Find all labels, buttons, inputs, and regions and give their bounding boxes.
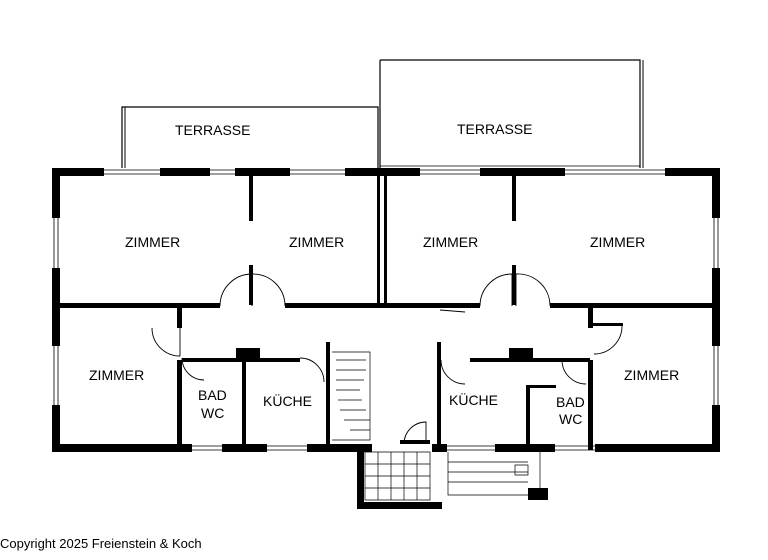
zimmer-top-3-label: ZIMMER <box>423 234 478 250</box>
zimmer-right-label: ZIMMER <box>624 367 679 383</box>
copyright-text: Copyright 2025 Freienstein & Koch <box>0 536 202 551</box>
terraces <box>121 59 644 168</box>
zimmer-top-1-label: ZIMMER <box>125 234 180 250</box>
bath-left-label-line1: BAD <box>198 387 227 403</box>
kitchen-left-label: KÜCHE <box>263 392 312 409</box>
zimmer-top-4-label: ZIMMER <box>590 234 645 250</box>
staircases <box>332 351 541 501</box>
interior-walls <box>60 176 712 450</box>
doors <box>151 273 623 445</box>
bath-left-label-line2: WC <box>201 405 224 421</box>
windows <box>53 169 719 451</box>
zimmer-left-label: ZIMMER <box>89 367 144 383</box>
exterior-walls <box>52 168 720 509</box>
terrace-left-label: TERRASSE <box>175 122 250 138</box>
bath-right-label-line1: BAD <box>556 394 585 410</box>
zimmer-top-2-label: ZIMMER <box>289 234 344 250</box>
terrace-right-label: TERRASSE <box>457 121 532 137</box>
kitchen-right-label: KÜCHE <box>449 391 498 408</box>
bath-right-label-line2: WC <box>559 411 582 427</box>
